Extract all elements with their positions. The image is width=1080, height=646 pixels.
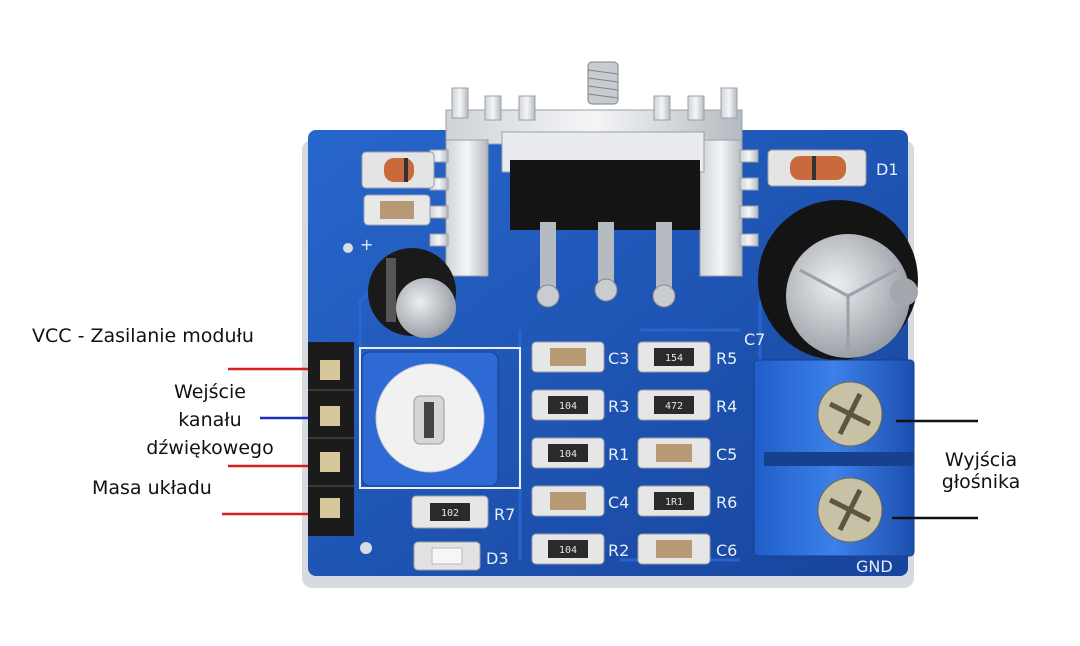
smd-r7 xyxy=(411,495,489,529)
smd-c6 xyxy=(637,533,711,565)
mounting-hole-icon xyxy=(360,542,372,554)
mounting-hole-icon xyxy=(343,243,353,253)
diode-d1 xyxy=(767,149,867,187)
silk-r3: R3 xyxy=(608,397,629,416)
label-output-line1: Wyjścia xyxy=(944,449,1018,471)
silk-c7: C7 xyxy=(744,330,765,349)
silk-c3: C3 xyxy=(608,349,629,368)
screw-icon xyxy=(587,61,619,105)
silk-r1: R1 xyxy=(608,445,629,464)
smd-r2 xyxy=(531,533,605,565)
silk-r2: R2 xyxy=(608,541,629,560)
diode-top-left xyxy=(361,151,435,189)
smd-code-r7: 102 xyxy=(441,508,459,519)
smd-r4 xyxy=(637,389,711,421)
smd-r1 xyxy=(531,437,605,469)
smd-code-r3: 104 xyxy=(559,401,577,412)
smd-r5 xyxy=(637,341,711,373)
silk-r7: R7 xyxy=(494,505,515,524)
label-vcc: VCC - Zasilanie modułu xyxy=(32,325,254,347)
smd-c5 xyxy=(637,437,711,469)
pin-header xyxy=(308,342,354,536)
potentiometer xyxy=(359,347,521,489)
smd-c3 xyxy=(531,341,605,373)
label-input-line2: kanału xyxy=(178,409,242,431)
label-ground: Masa układu xyxy=(92,477,212,499)
capacitor-c7 xyxy=(758,200,918,360)
smd-code-r6: 1R1 xyxy=(665,497,683,508)
smd-r6 xyxy=(637,485,711,517)
smd-code-r2: 104 xyxy=(559,545,577,556)
label-input-line1: Wejście xyxy=(174,381,246,403)
capacitor-top-left xyxy=(363,194,431,226)
silk-c5: C5 xyxy=(716,445,737,464)
smd-code-r1: 104 xyxy=(559,449,577,460)
smd-r3 xyxy=(531,389,605,421)
silk-d3: D3 xyxy=(486,549,509,568)
smd-code-r5: 154 xyxy=(665,353,683,364)
silk-r4: R4 xyxy=(716,397,737,416)
label-output-line2: głośnika xyxy=(941,471,1021,493)
smd-c4 xyxy=(531,485,605,517)
led-d3 xyxy=(413,541,481,571)
label-input-line3: dźwiękowego xyxy=(146,437,274,459)
silk-r6: R6 xyxy=(716,493,737,512)
silk-gnd: GND xyxy=(856,557,893,576)
screw-terminal xyxy=(753,359,915,557)
silk-c4: C4 xyxy=(608,493,629,512)
amplifier-chip xyxy=(501,131,705,308)
capacitor-small-electrolytic xyxy=(368,248,456,338)
silk-c6: C6 xyxy=(716,541,737,560)
smd-code-r4: 472 xyxy=(665,401,683,412)
silk-r5: R5 xyxy=(716,349,737,368)
silk-d1: D1 xyxy=(876,160,899,179)
silk-plus: + xyxy=(360,235,373,254)
